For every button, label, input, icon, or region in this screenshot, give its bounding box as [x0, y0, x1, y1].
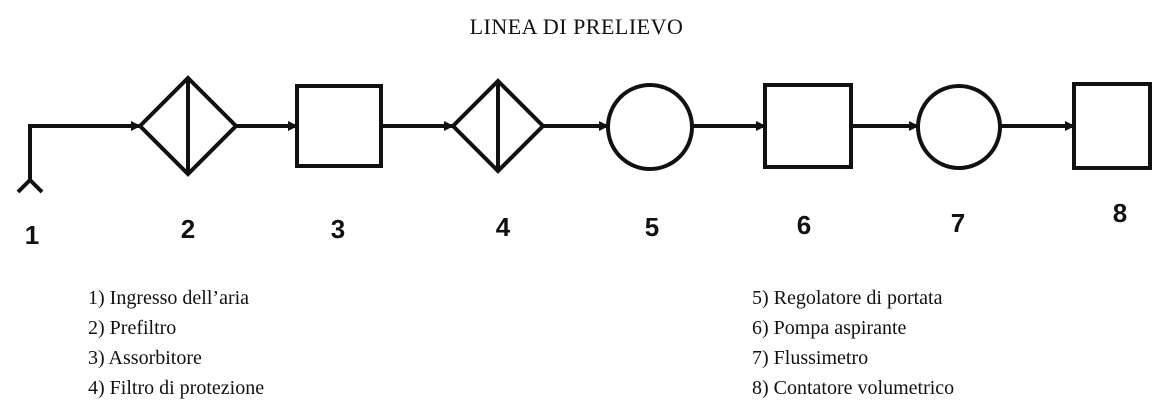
legend-item: 4) Filtro di protezione — [88, 377, 265, 399]
volumetric-counter-symbol — [1072, 82, 1152, 170]
diagram-title: LINEA DI PRELIEVO — [469, 14, 684, 39]
component-number-5: 5 — [644, 212, 660, 242]
flow-regulator-symbol — [606, 83, 694, 171]
component-number-1: 1 — [24, 220, 40, 250]
component-number-7: 7 — [950, 208, 966, 238]
component-number-4: 4 — [495, 212, 511, 242]
protection-filter-symbol — [450, 78, 546, 174]
legend-right: 5) Regolatore di portata 6) Pompa aspira… — [752, 283, 954, 403]
legend-item: 5) Regolatore di portata — [752, 287, 943, 309]
air-inlet-symbol — [16, 124, 60, 194]
legend-item: 1) Ingresso dell’aria — [88, 287, 250, 309]
component-number-6: 6 — [796, 210, 812, 240]
component-number-3: 3 — [330, 214, 346, 244]
absorber-symbol — [295, 84, 383, 168]
suction-pump-symbol — [763, 83, 853, 169]
component-number-8: 8 — [1112, 198, 1128, 228]
legend-item: 8) Contatore volumetrico — [752, 377, 955, 399]
legend-left: 1) Ingresso dell’aria 2) Prefiltro 3) As… — [88, 283, 264, 403]
legend-item: 6) Pompa aspirante — [752, 317, 907, 339]
prefilter-symbol — [137, 75, 239, 177]
flowmeter-symbol — [916, 84, 1002, 170]
legend-item: 3) Assorbitore — [88, 347, 202, 369]
legend-item: 7) Flussimetro — [752, 347, 869, 369]
component-number-2: 2 — [180, 214, 196, 244]
legend-item: 2) Prefiltro — [88, 317, 177, 339]
